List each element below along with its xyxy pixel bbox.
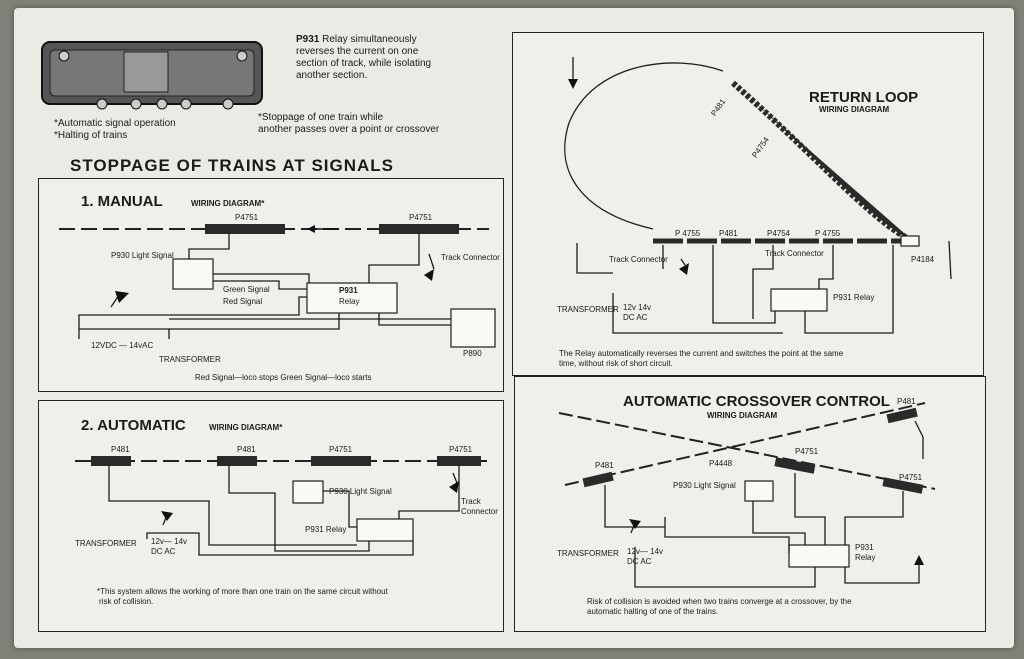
- manual-connector: Track Connector: [441, 253, 500, 262]
- return-loop-p4754-b: P4754: [767, 229, 791, 238]
- section-title: STOPPAGE OF TRAINS AT SIGNALS: [70, 156, 395, 175]
- crossover-relay-code: P931: [855, 543, 874, 552]
- relay-illustration: [41, 41, 263, 110]
- return-loop-transformer: TRANSFORMER: [557, 305, 619, 314]
- return-loop-voltage-2: DC AC: [623, 313, 648, 322]
- manual-relay: P931: [339, 286, 358, 295]
- manual-green: Green Signal: [223, 285, 270, 294]
- automatic-signal: P930 Light Signal: [329, 487, 392, 496]
- automatic-note-1: *This system allows the working of more …: [97, 587, 388, 596]
- bullet-signal: *Automatic signal operation: [54, 118, 176, 129]
- automatic-wiring: [75, 456, 489, 556]
- return-loop-connector-b: Track Connector: [765, 249, 824, 258]
- relay-code: P931: [296, 34, 320, 45]
- automatic-transformer: TRANSFORMER: [75, 539, 137, 548]
- automatic-track-1: P481: [111, 445, 130, 454]
- manual-wiring: [59, 224, 496, 348]
- return-loop-connector-a: Track Connector: [609, 255, 668, 264]
- crossover-p4751-b: P4751: [899, 473, 923, 482]
- crossover-relay-word: Relay: [855, 553, 876, 562]
- return-loop-note-2: time, without risk of short circuit.: [559, 359, 673, 368]
- crossover-note-2: automatic halting of one of the trains.: [587, 607, 719, 616]
- return-loop-panel: RETURN LOOP WIRING DIAGRAM P481 P4754 P …: [512, 32, 984, 376]
- automatic-relay: P931 Relay: [305, 525, 347, 534]
- manual-relay-word: Relay: [339, 297, 360, 306]
- manual-title: 1. MANUAL: [81, 193, 163, 210]
- return-loop-p4755-a: P 4755: [675, 229, 701, 238]
- automatic-track-3: P4751: [329, 445, 353, 454]
- crossover-p481-tr: P481: [897, 397, 916, 406]
- automatic-voltage-1: 12v— 14v: [151, 537, 188, 546]
- manual-subtitle: WIRING DIAGRAM*: [191, 199, 265, 208]
- crossover-voltage-1: 12v— 14v: [627, 547, 664, 556]
- manual-legend: Red Signal—loco stops Green Signal—loco …: [195, 373, 372, 382]
- instruction-sheet: P931 Relay simultaneously reverses the c…: [14, 8, 1014, 648]
- return-loop-subtitle: WIRING DIAGRAM: [819, 105, 890, 114]
- crossover-voltage-2: DC AC: [627, 557, 652, 566]
- manual-voltage: 12VDC — 14vAC: [91, 341, 154, 350]
- return-loop-p481-b: P481: [719, 229, 738, 238]
- return-loop-title: RETURN LOOP: [809, 89, 919, 106]
- return-loop-p4184: P4184: [911, 255, 935, 264]
- return-loop-voltage-1: 12v 14v: [623, 303, 652, 312]
- crossover-title: AUTOMATIC CROSSOVER CONTROL: [623, 393, 890, 410]
- automatic-panel: 2. AUTOMATIC WIRING DIAGRAM* P481 P481 P…: [38, 400, 504, 632]
- return-loop-wiring: [564, 57, 952, 334]
- crossover-p481-l: P481: [595, 461, 614, 470]
- automatic-title: 2. AUTOMATIC: [81, 417, 186, 434]
- automatic-subtitle: WIRING DIAGRAM*: [209, 423, 283, 432]
- automatic-voltage-2: DC AC: [151, 547, 176, 556]
- automatic-track-2: P481: [237, 445, 256, 454]
- crossover-p4448: P4448: [709, 459, 733, 468]
- manual-panel: 1. MANUAL WIRING DIAGRAM* P4751 P4751 P9…: [38, 178, 504, 392]
- automatic-note-2: risk of collision.: [99, 597, 154, 606]
- return-loop-p4755-b: P 4755: [815, 229, 841, 238]
- manual-track-left: P4751: [235, 213, 259, 222]
- crossover-signal: P930 Light Signal: [673, 481, 736, 490]
- relay-desc-1: Relay simultaneously: [322, 34, 417, 45]
- relay-desc-2: reverses the current on one: [296, 46, 419, 57]
- crossover-wiring: [558, 402, 936, 588]
- crossover-note-1: Risk of collision is avoided when two tr…: [587, 597, 852, 606]
- bullet-halting: *Halting of trains: [54, 130, 128, 141]
- relay-desc-4: another section.: [296, 70, 368, 81]
- crossover-subtitle: WIRING DIAGRAM: [707, 411, 778, 420]
- bullet-stoppage-2: another passes over a point or crossover: [258, 124, 440, 135]
- manual-transformer: TRANSFORMER: [159, 355, 221, 364]
- manual-track-right: P4751: [409, 213, 433, 222]
- manual-red: Red Signal: [223, 297, 263, 306]
- return-loop-relay: P931 Relay: [833, 293, 875, 302]
- bullet-stoppage-1: *Stoppage of one train while: [258, 112, 384, 123]
- automatic-connector-1: Track: [461, 497, 481, 506]
- crossover-panel: AUTOMATIC CROSSOVER CONTROL WIRING DIAGR…: [514, 376, 986, 632]
- relay-desc-3: section of track, while isolating: [296, 58, 432, 69]
- automatic-connector-2: Connector: [461, 507, 498, 516]
- manual-panel-code: P890: [463, 349, 482, 358]
- crossover-p4751-a: P4751: [795, 447, 819, 456]
- crossover-transformer: TRANSFORMER: [557, 549, 619, 558]
- automatic-track-4: P4751: [449, 445, 473, 454]
- return-loop-note-1: The Relay automatically reverses the cur…: [559, 349, 844, 358]
- manual-signal: P930 Light Signal: [111, 251, 174, 260]
